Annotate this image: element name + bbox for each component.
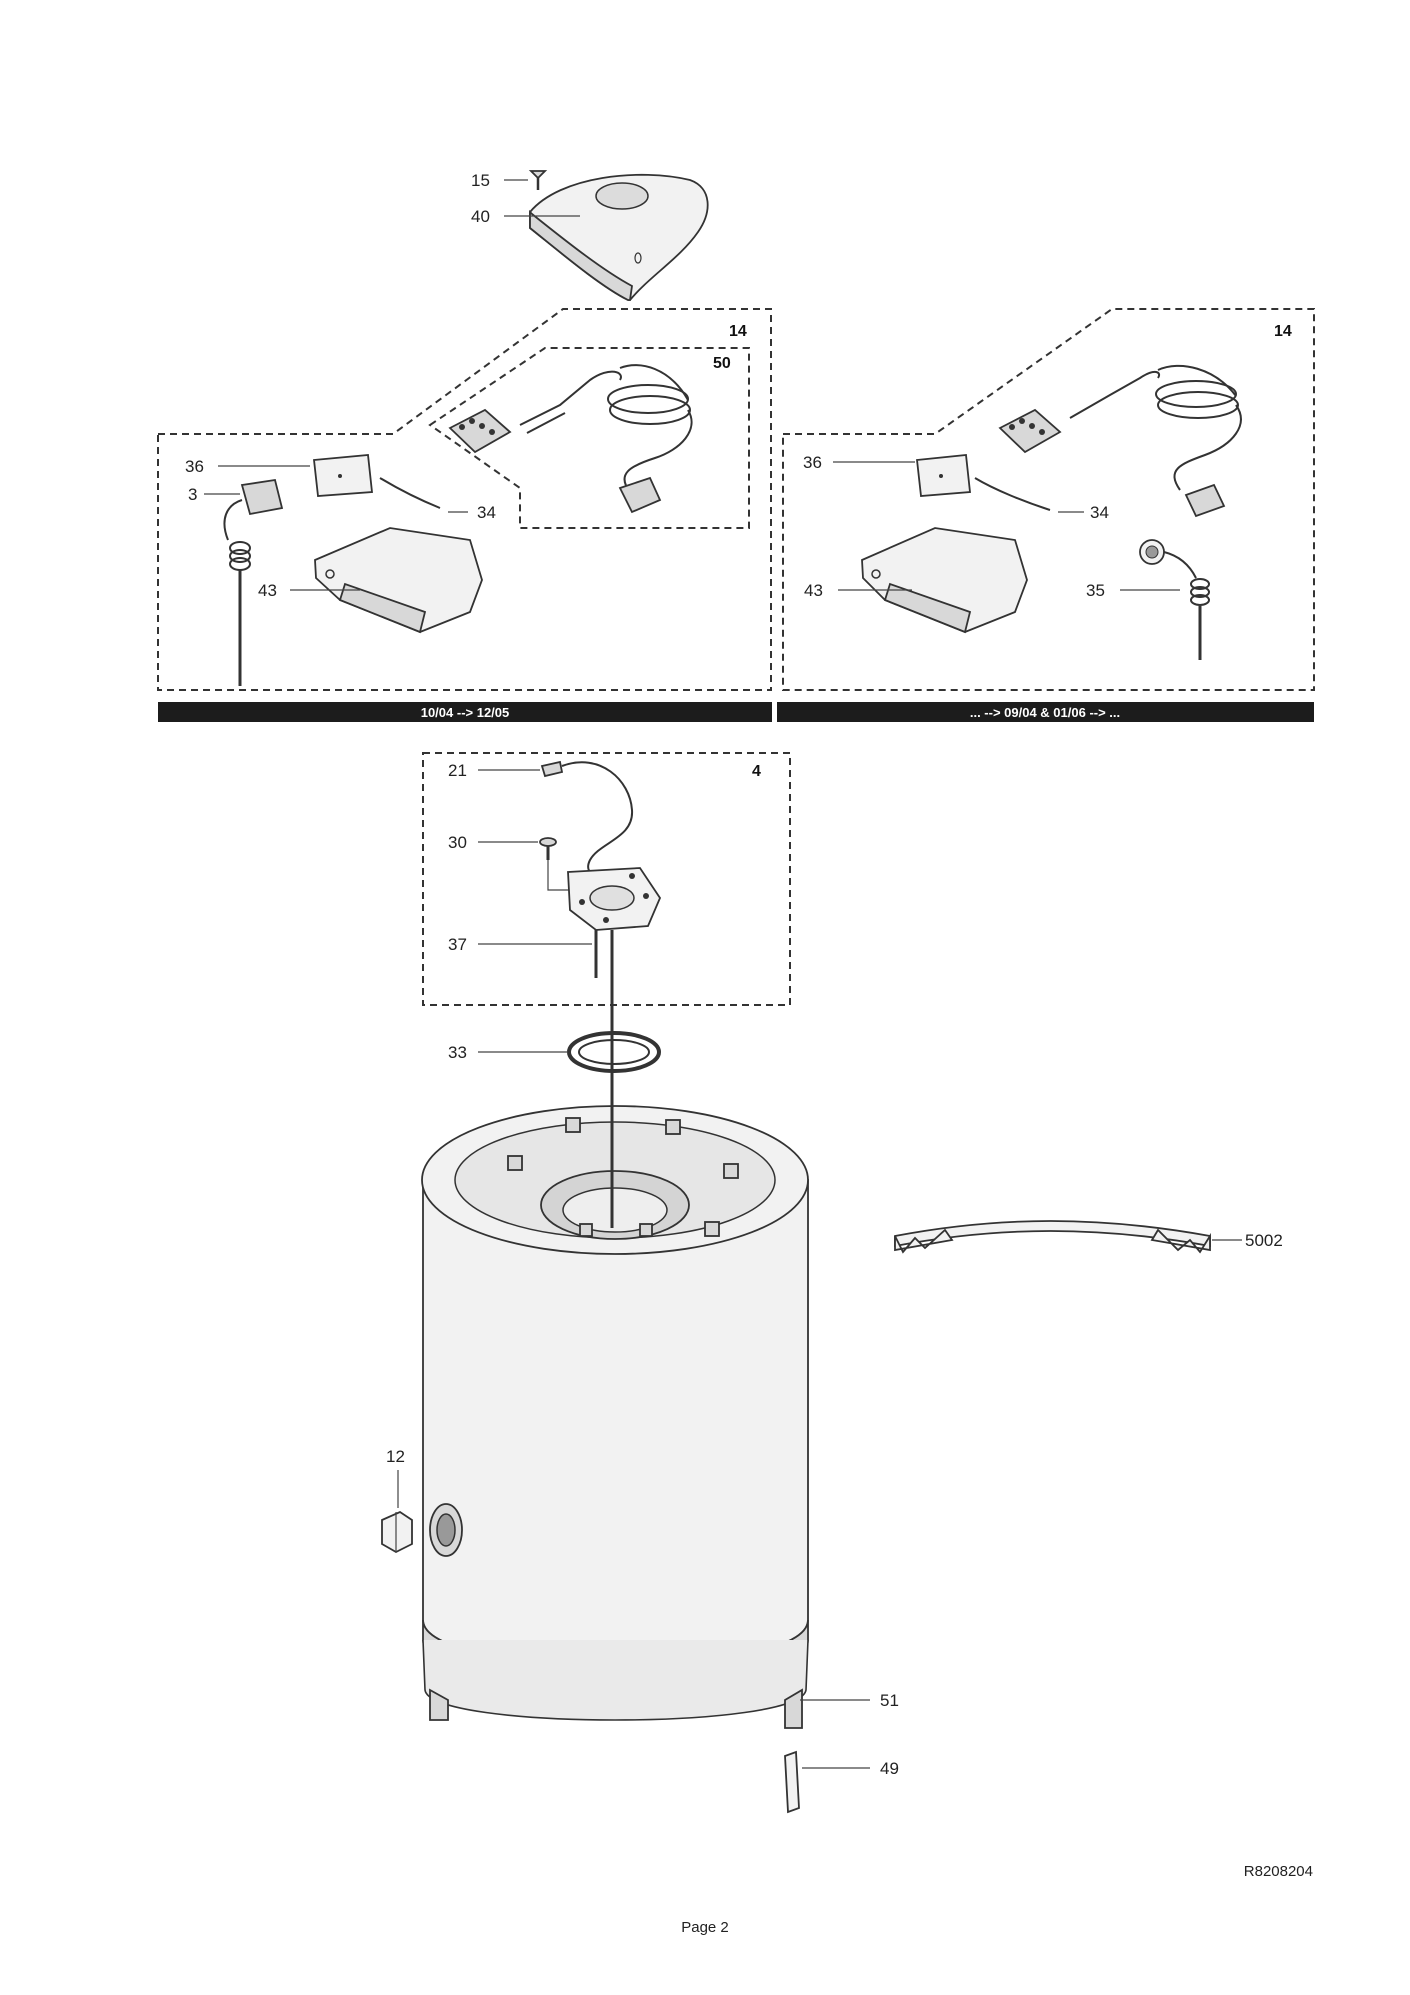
- label-21: 21: [448, 761, 467, 780]
- strap-part-5002: [894, 1220, 1211, 1254]
- label-36-left: 36: [185, 457, 204, 476]
- power-cable-left: [607, 364, 693, 514]
- version-band-right-text: ... --> 09/04 & 01/06 --> ...: [970, 705, 1120, 720]
- power-cable-right: [1155, 364, 1242, 518]
- version-band-left: [158, 702, 772, 722]
- screw-part-30: [539, 837, 557, 860]
- kit-box-right: 14 36 34 43: [782, 308, 1315, 691]
- kit-right-group-label: 14: [1274, 323, 1292, 340]
- water-heater-tank: [421, 1080, 809, 1729]
- label-34-left: 34: [477, 503, 496, 522]
- terminal-block-left: [448, 408, 512, 454]
- label-35: 35: [1086, 581, 1105, 600]
- heater-kit-box: 4 21 30 37: [422, 752, 791, 1080]
- label-40: 40: [471, 207, 490, 226]
- bracket-part-36-left: [313, 454, 373, 497]
- label-3: 3: [188, 485, 197, 504]
- screw-part-15: [528, 170, 548, 190]
- base-part-43-left: [314, 527, 483, 634]
- version-band-right: [777, 702, 1314, 722]
- label-37: 37: [448, 935, 467, 954]
- tank-side-port: [429, 1503, 463, 1557]
- reference-code: R8208204: [1244, 1863, 1313, 1880]
- label-43-left: 43: [258, 581, 277, 600]
- label-34-right: 34: [1090, 503, 1109, 522]
- label-49: 49: [880, 1759, 899, 1778]
- label-36-right: 36: [803, 453, 822, 472]
- heater-kit-group-label: 4: [752, 763, 761, 780]
- label-51: 51: [880, 1691, 899, 1710]
- label-43-right: 43: [804, 581, 823, 600]
- label-12: 12: [386, 1447, 405, 1466]
- page-number: Page 2: [681, 1919, 729, 1936]
- leg-part-49: [784, 1750, 800, 1814]
- bracket-part-36-right: [916, 454, 971, 497]
- thermometer-part-35: [1139, 539, 1210, 660]
- nut-part-12: [381, 1510, 413, 1554]
- thermostat-part-3: [223, 478, 284, 686]
- base-part-43-right: [861, 527, 1028, 634]
- cover-part-40: [529, 173, 709, 301]
- gasket-part-33: [567, 1031, 661, 1073]
- label-15: 15: [471, 171, 490, 190]
- kit-left-group-label: 14: [729, 323, 747, 340]
- label-5002: 5002: [1245, 1231, 1283, 1250]
- kit-box-left: 14 50 36: [157, 308, 772, 691]
- version-band-left-text: 10/04 --> 12/05: [421, 705, 510, 720]
- tank-studs: [507, 1117, 739, 1237]
- label-30: 30: [448, 833, 467, 852]
- terminal-block-right: [998, 408, 1062, 454]
- flange-part: [567, 867, 662, 931]
- sensor-part-21: [540, 760, 641, 878]
- label-33: 33: [448, 1043, 467, 1062]
- kit-left-inner-label: 50: [713, 355, 731, 372]
